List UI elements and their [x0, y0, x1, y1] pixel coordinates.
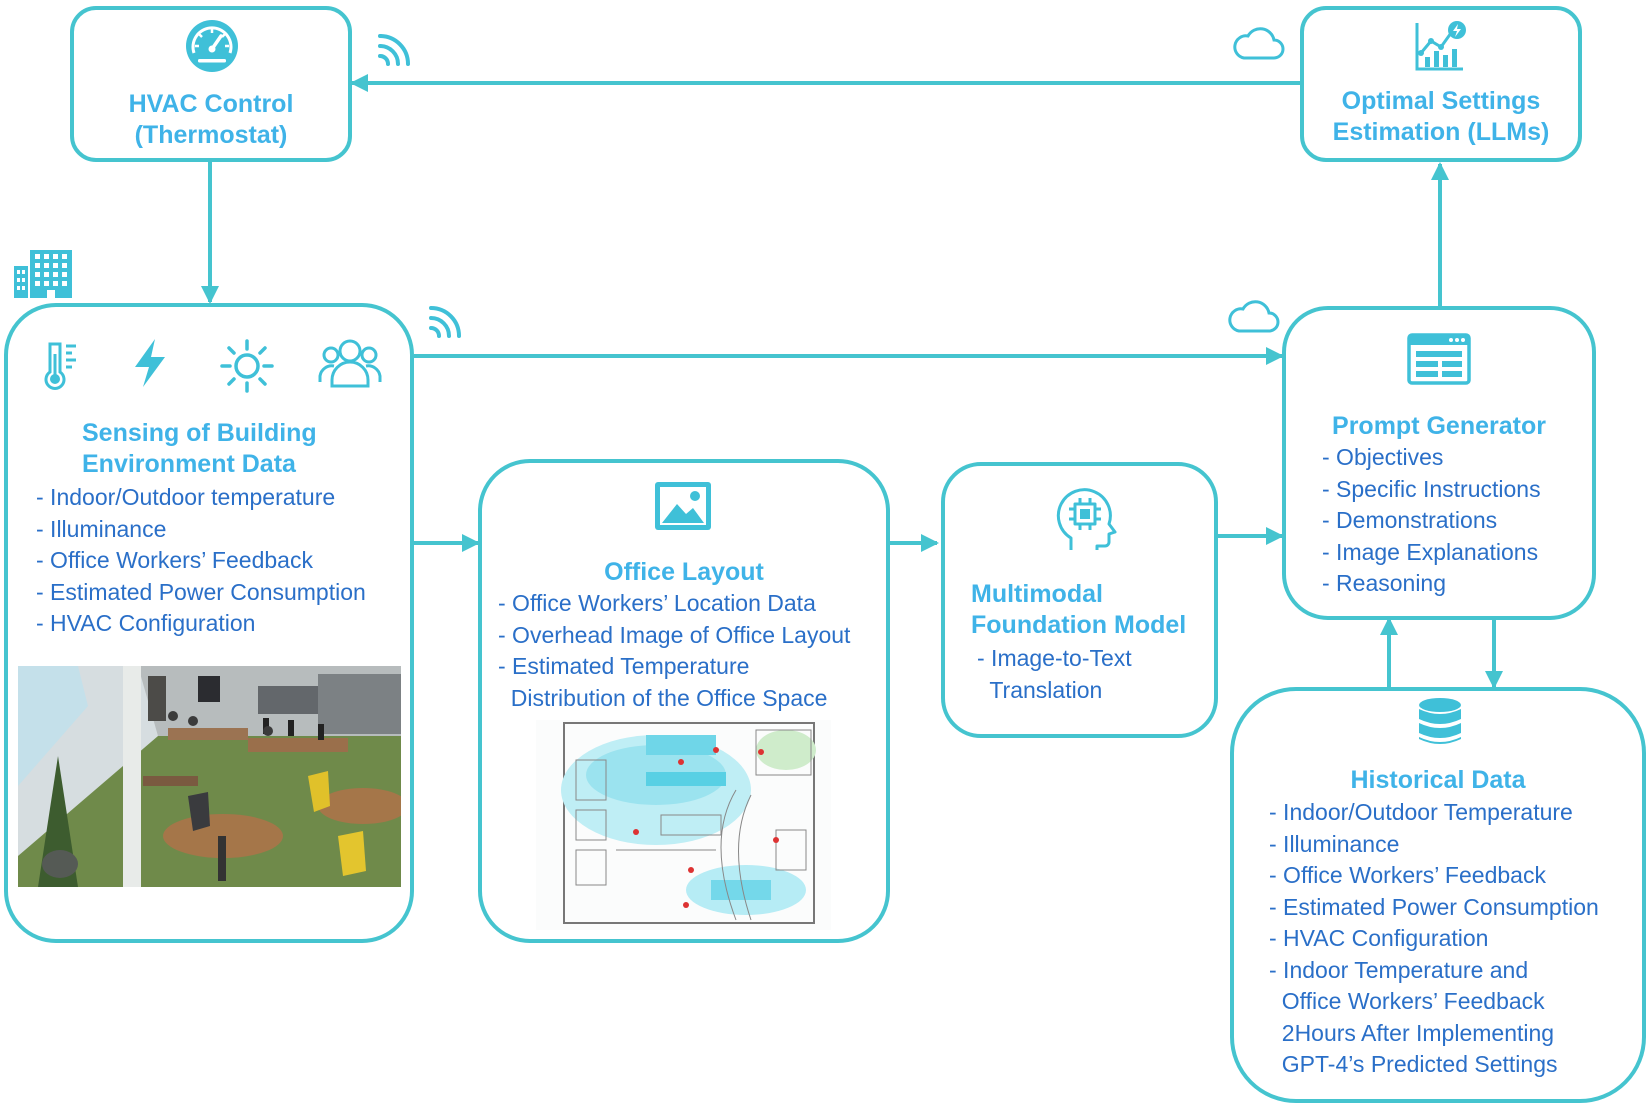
brain-chip-icon [1056, 488, 1117, 550]
multimodal-title: Multimodal Foundation Model [971, 579, 1186, 641]
hvac-control-title: HVAC Control (Thermostat) [70, 89, 352, 151]
chart-analytics-icon [1415, 21, 1466, 71]
list-item: Distribution of the Office Space [498, 684, 828, 711]
list-item: - Indoor Temperature and [1269, 956, 1529, 983]
list-item: Office Workers’ Feedback [1269, 988, 1545, 1014]
list-item: - Estimated Power Consumption [36, 578, 366, 605]
list-item: - Indoor/Outdoor Temperature [1269, 799, 1573, 825]
list-item: - Demonstrations [1322, 507, 1498, 533]
list-item: - Office Workers’ Location Data [498, 590, 816, 616]
sun-icon [220, 339, 274, 393]
list-item: Translation [977, 676, 1103, 703]
people-group-icon [318, 339, 382, 388]
office-layout-title: Office Layout [604, 558, 764, 586]
list-item: - HVAC Configuration [1269, 925, 1489, 951]
prompt-generator-title: Prompt Generator [1332, 412, 1546, 440]
list-item: - Specific Instructions [1322, 475, 1541, 502]
list-item: 2Hours After Implementing [1269, 1019, 1555, 1046]
sensing-title-line2: Environment Data [82, 450, 296, 478]
optimal-settings-box [1300, 6, 1582, 162]
list-item: - Illuminance [36, 515, 167, 542]
list-item: - Office Workers’ Feedback [1269, 862, 1546, 888]
wifi-signal-icon [429, 306, 461, 338]
list-item: - HVAC Configuration [36, 610, 256, 636]
lightning-bolt-icon [135, 339, 165, 387]
image-icon [655, 482, 711, 530]
hvac-title-line1: HVAC Control [128, 90, 294, 118]
prompt-generator-list: - Objectives - Specific Instructions - D… [1322, 442, 1541, 600]
sensing-title-line1: Sensing of Building [82, 419, 317, 447]
list-item: - Office Workers’ Feedback [36, 547, 313, 573]
list-item: - Estimated Power Consumption [1269, 893, 1599, 920]
sensing-list: - Indoor/Outdoor temperature - Illuminan… [36, 482, 366, 640]
list-item: - Image Explanations [1322, 538, 1539, 565]
multimodal-box [941, 462, 1218, 738]
multimodal-title-line2: Foundation Model [971, 611, 1187, 639]
thermometer-icon [44, 342, 76, 390]
building-icon [14, 250, 72, 298]
prompt-generator-box [1282, 306, 1596, 620]
office-layout-list: - Office Workers’ Location Data - Overhe… [498, 588, 850, 714]
sensing-title: Sensing of Building Environment Data [82, 418, 317, 480]
list-item: - Objectives [1322, 444, 1444, 470]
office-photo [18, 666, 401, 887]
browser-window-icon [1407, 333, 1471, 385]
cloud-icon [1228, 300, 1280, 333]
hvac-title-line2: (Thermostat) [134, 121, 288, 149]
historical-data-title: Historical Data [1350, 766, 1526, 794]
historical-data-box [1230, 687, 1646, 1103]
list-item: - Image-to-Text [977, 645, 1132, 671]
list-item: - Illuminance [1269, 830, 1400, 857]
multimodal-list: - Image-to-Text Translation [977, 643, 1132, 706]
optimal-title-line2: Estimation (LLMs) [1332, 118, 1550, 146]
wifi-signal-icon [378, 34, 410, 66]
database-icon [1419, 698, 1461, 744]
speedometer-icon [186, 20, 238, 72]
list-item: - Reasoning [1322, 570, 1447, 596]
list-item: GPT-4’s Predicted Settings [1269, 1051, 1558, 1077]
cloud-icon [1233, 27, 1285, 60]
optimal-title-line1: Optimal Settings [1341, 87, 1541, 115]
optimal-settings-title: Optimal Settings Estimation (LLMs) [1300, 86, 1582, 148]
list-item: - Indoor/Outdoor temperature [36, 484, 336, 510]
floor-plan-image [536, 720, 831, 930]
list-item: - Estimated Temperature [498, 653, 750, 679]
list-item: - Overhead Image of Office Layout [498, 621, 851, 648]
historical-data-list: - Indoor/Outdoor Temperature - Illuminan… [1269, 797, 1599, 1081]
multimodal-title-line1: Multimodal [971, 580, 1103, 608]
